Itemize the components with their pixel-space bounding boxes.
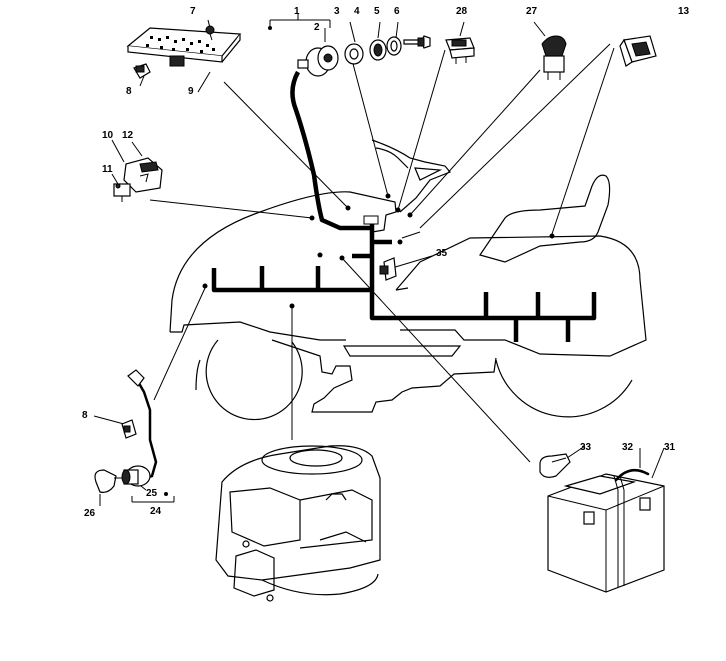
callout-35: 35	[436, 248, 448, 259]
clip-part-8-lower	[121, 419, 137, 439]
callout-13: 13	[678, 6, 690, 17]
ring-part-4	[369, 39, 387, 61]
callout-4: 4	[354, 6, 360, 17]
circuit-board-part-9	[126, 27, 242, 67]
bulb-part-26	[94, 469, 122, 493]
callout-31: 31	[664, 442, 676, 453]
battery	[547, 468, 665, 593]
callout-24: 24	[150, 506, 162, 517]
callout-2: 2	[314, 22, 320, 33]
callout-6: 6	[394, 6, 400, 17]
clip-part-35	[379, 257, 397, 281]
engine	[215, 445, 381, 602]
leader-lines	[93, 14, 665, 506]
callout-10: 10	[102, 130, 114, 141]
callout-8-lower: 8	[82, 410, 88, 421]
headlight-wire-part-24	[127, 369, 158, 482]
clip-part-8-top	[133, 63, 151, 79]
connector-part-11	[113, 183, 131, 202]
callout-32: 32	[622, 442, 634, 453]
terminal-boot-part-33	[539, 453, 571, 478]
relay-part-12	[123, 157, 163, 193]
rocker-switch-part-13	[619, 35, 657, 67]
callout-12: 12	[122, 130, 134, 141]
screw-part-7	[205, 25, 215, 41]
callout-labels: 1 2 3 4 5 6 7 8 9 10 12 11 13 28 27 35 8…	[82, 6, 690, 519]
callout-11: 11	[102, 164, 113, 175]
callout-9: 9	[188, 86, 194, 97]
washer-part-5	[386, 36, 402, 56]
leader-dots	[164, 26, 555, 496]
callout-8-top: 8	[126, 86, 132, 97]
callout-28: 28	[456, 6, 468, 17]
callout-7: 7	[190, 6, 196, 17]
callout-5: 5	[374, 6, 380, 17]
callout-27: 27	[526, 6, 538, 17]
tractor-outline	[169, 139, 647, 421]
rocker-switch-part-28	[445, 37, 475, 64]
callout-3: 3	[334, 6, 340, 17]
callout-26: 26	[84, 508, 96, 519]
main-wiring-harness	[211, 70, 597, 342]
socket-part-25	[121, 465, 151, 487]
ignition-switch-part-2	[297, 45, 339, 77]
callout-1: 1	[294, 6, 300, 17]
nut-part-3	[344, 43, 364, 65]
callout-33: 33	[580, 442, 592, 453]
push-switch-part-27	[541, 35, 567, 80]
key-part-6	[403, 35, 431, 49]
callout-25: 25	[146, 488, 158, 499]
